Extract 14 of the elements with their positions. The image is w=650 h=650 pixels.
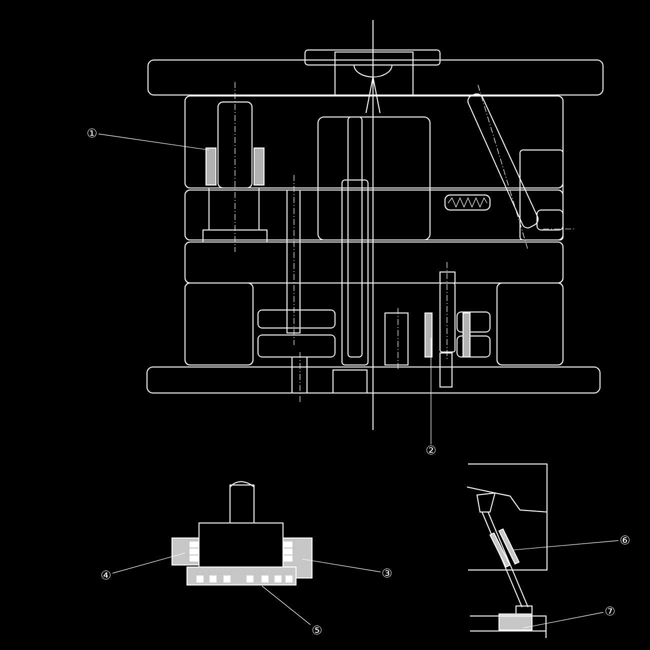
callout-number: ③ — [382, 568, 392, 578]
callout-number: ⑦ — [606, 606, 614, 616]
leader-line — [430, 338, 432, 445]
leader-line — [302, 558, 381, 572]
leader-line — [112, 552, 186, 574]
leader-line — [262, 586, 311, 626]
leader-line — [512, 540, 619, 550]
callout-number: ① — [88, 128, 96, 138]
callout-number: ⑤ — [312, 626, 322, 634]
callout-number: ② — [426, 446, 436, 454]
callout-number: ④ — [102, 570, 110, 580]
callout-number: ⑥ — [620, 536, 630, 544]
leader-line — [98, 134, 210, 150]
leader-line — [522, 612, 604, 628]
